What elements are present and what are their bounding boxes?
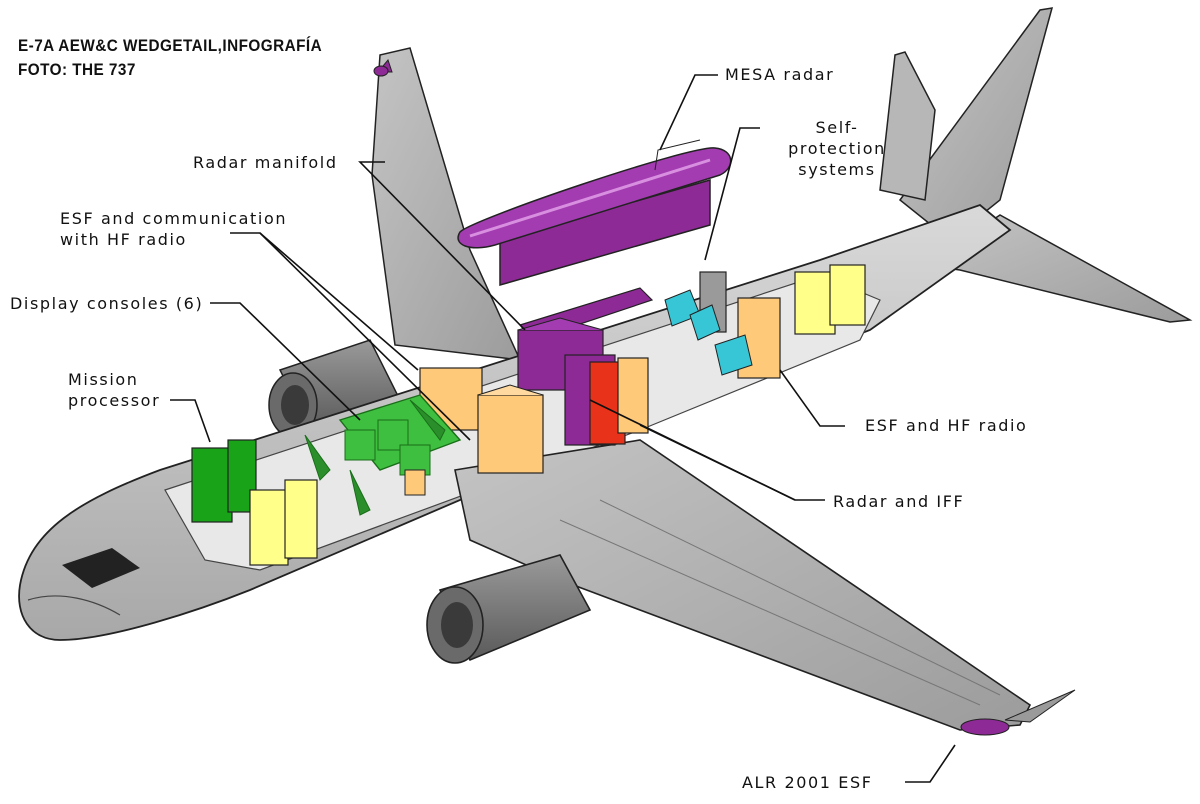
- near-winglet-pod: [960, 718, 1010, 736]
- label-esf-comm-line1: ESF and communication: [60, 209, 288, 228]
- label-display-consoles: Display consoles (6): [10, 294, 204, 313]
- label-radar-manifold: Radar manifold: [193, 153, 338, 172]
- mission-processor: [191, 439, 257, 523]
- label-mesa-radar: MESA radar: [725, 65, 835, 84]
- cockpit-windows: [62, 548, 140, 588]
- label-radar-iff: Radar and IFF: [833, 492, 965, 511]
- leader-alr-esf: [905, 744, 956, 783]
- forward-yellow-racks: [249, 479, 318, 566]
- label-self-protection-line3: systems: [798, 160, 876, 179]
- leader-radar-iff-b: [639, 424, 796, 501]
- mesa-radar-array: [457, 139, 732, 286]
- leader-display-consoles: [210, 302, 361, 421]
- label-esf-comm: ESF and communication with HF radio: [60, 208, 287, 250]
- label-self-protection: Self- protection systems: [772, 117, 902, 180]
- label-mission-processor-line1: Mission: [68, 370, 139, 389]
- nose-outline: [27, 595, 121, 616]
- far-wing: [371, 47, 522, 361]
- far-winglet-pod: [373, 65, 389, 77]
- far-horizontal-stabilizer: [879, 51, 936, 201]
- near-wing-flap-lines: [559, 499, 1001, 706]
- near-engine: [426, 554, 592, 664]
- label-self-protection-line1: Self-: [815, 118, 859, 137]
- label-esf-hf-radio: ESF and HF radio: [865, 416, 1028, 435]
- label-mission-processor-line2: processor: [68, 391, 161, 410]
- leader-mission-processor: [170, 399, 211, 443]
- label-mission-processor: Mission processor: [68, 369, 160, 411]
- photo-credit: FOTO: THE 737: [18, 60, 136, 79]
- radar-racks: [564, 354, 649, 446]
- leader-mesa-radar: [659, 74, 718, 151]
- leader-lines: [170, 74, 956, 783]
- radar-manifold: [517, 287, 654, 391]
- near-winglet: [1004, 689, 1076, 723]
- leader-radar-manifold: [358, 161, 526, 331]
- label-self-protection-line2: protection: [788, 139, 886, 158]
- leader-esf-comm-b: [259, 232, 471, 441]
- display-consoles: [304, 394, 462, 516]
- leader-self-protection: [704, 127, 760, 261]
- infographic-title: E-7A AEW&C WEDGETAIL,INFOGRAFÍA: [18, 36, 323, 55]
- crew-seats: [664, 289, 753, 376]
- label-esf-comm-line2: with HF radio: [60, 230, 187, 249]
- leader-esf-hf-radio: [779, 369, 845, 427]
- label-alr-esf: ALR 2001 ESF: [742, 773, 873, 792]
- aft-yellow-racks: [794, 264, 866, 335]
